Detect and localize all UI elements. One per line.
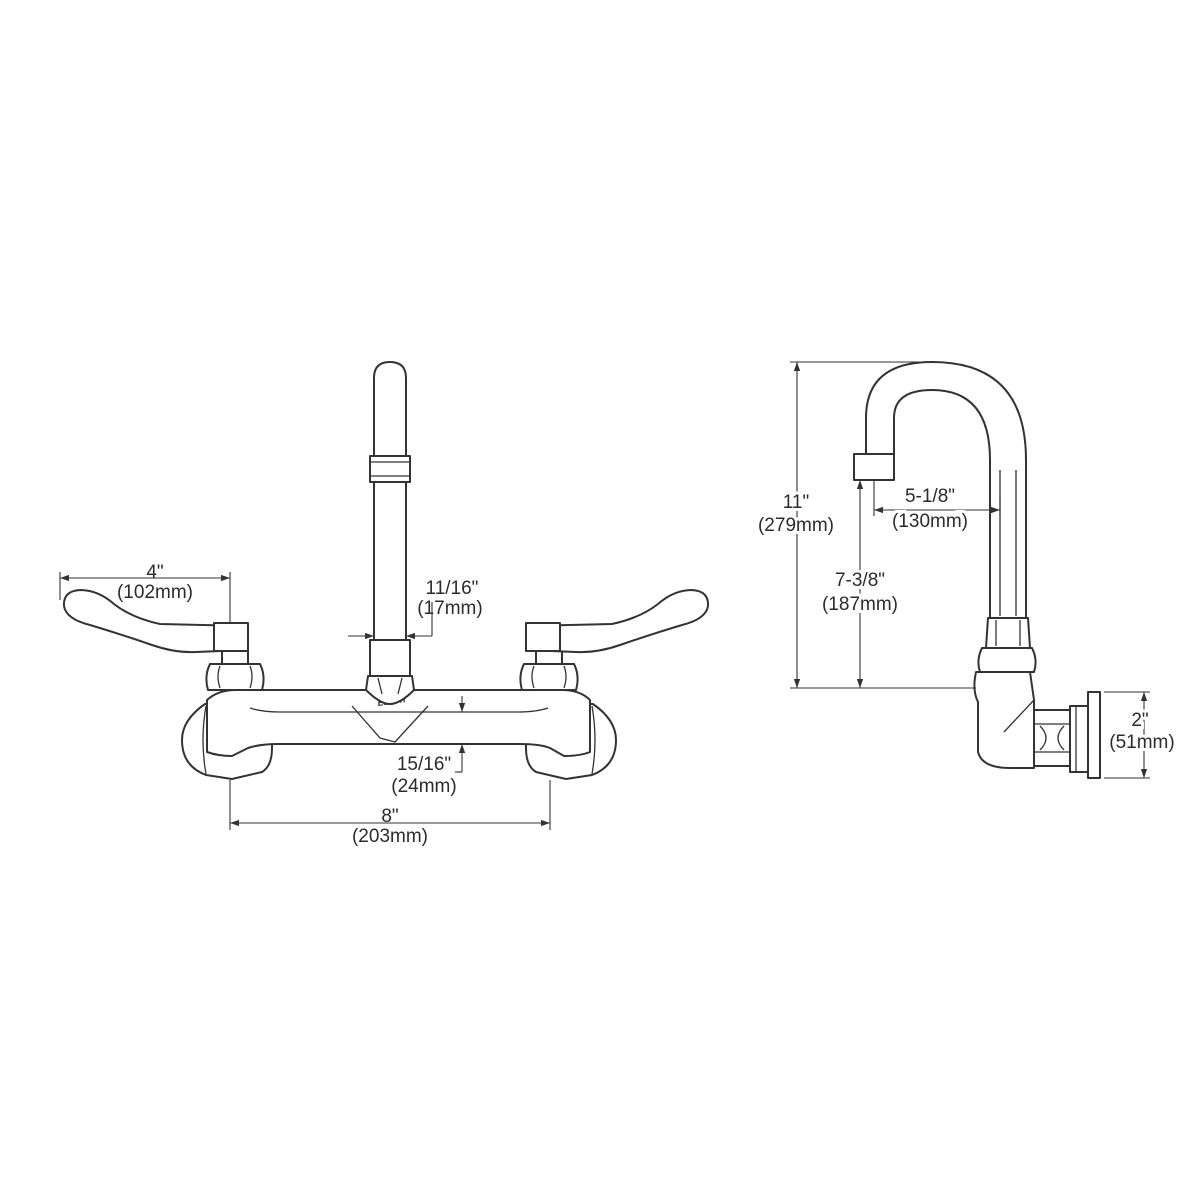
spout-clearance-in: 7-3/8": [835, 570, 885, 591]
spout-riser: [365, 361, 415, 705]
spout-reach-in: 5-1/8": [905, 486, 955, 507]
spout-reach-mm: (130mm): [892, 511, 968, 532]
center-spacing-mm: (203mm): [352, 826, 428, 847]
center-spacing-in: 8": [381, 806, 398, 827]
body-height-mm: (24mm): [391, 776, 456, 797]
spout-clearance-mm: (187mm): [822, 594, 898, 615]
dimension-handle-length: [59, 572, 231, 622]
dimension-spout-diameter: [348, 602, 433, 640]
overall-height-in: 11": [783, 492, 809, 513]
overall-height-mm: (279mm): [758, 515, 834, 536]
front-view: ELKAY: [59, 361, 710, 847]
flange-height-mm: (51mm): [1109, 732, 1174, 753]
side-valve-body: [973, 617, 1037, 769]
right-valve-bonnet: [519, 649, 579, 691]
dimension-body-height: [455, 696, 466, 773]
spout-diameter-in: 11/16": [426, 578, 479, 599]
right-wrist-blade-handle: [525, 589, 710, 654]
side-gooseneck-spout: [853, 361, 1027, 619]
handle-length-in: 4": [146, 562, 163, 583]
handle-length-mm: (102mm): [117, 582, 193, 603]
dimension-center-spacing: [229, 780, 551, 830]
flange-height-in: 2": [1131, 710, 1148, 731]
side-wall-union: [1033, 691, 1101, 779]
left-valve-bonnet: [205, 649, 265, 691]
dimension-overall-height: [790, 361, 976, 689]
side-view: 11" (279mm) 7-3/8" (187mm) 5-1/8" (130mm…: [755, 361, 1178, 779]
dimension-flange-height: [1104, 691, 1150, 779]
left-wrist-blade-handle: [62, 589, 249, 654]
dimension-spout-reach: [873, 480, 1001, 516]
spout-diameter-mm: (17mm): [417, 598, 482, 619]
body-height-in: 15/16": [397, 754, 451, 775]
